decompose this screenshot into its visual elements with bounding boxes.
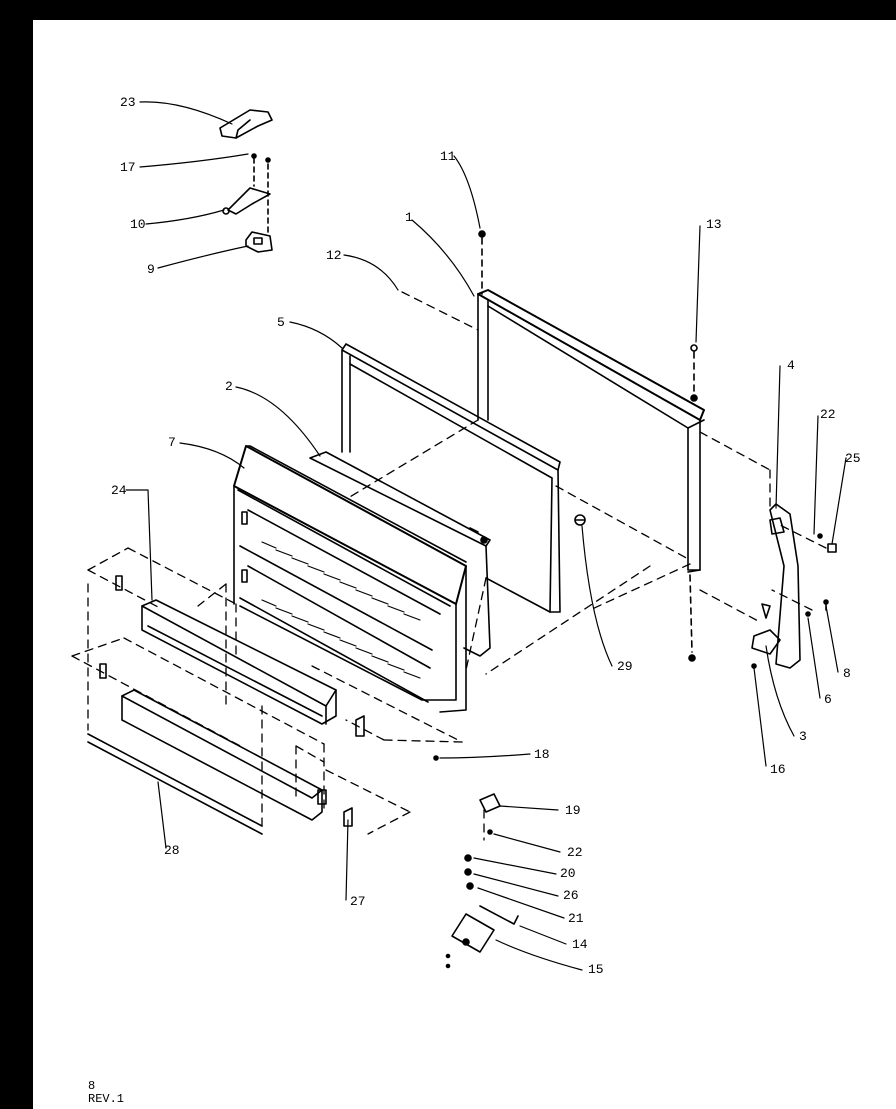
inner-door-liner [309, 451, 491, 657]
callout-5: 5 [277, 315, 285, 330]
callout-4: 4 [787, 358, 795, 373]
shelf-front-part [115, 575, 337, 725]
hinge-cover-part [219, 109, 273, 139]
callout-17: 17 [120, 160, 136, 175]
callout-13: 13 [706, 217, 722, 232]
door-gasket-part [341, 343, 561, 613]
page-number: 8 [88, 1079, 96, 1093]
callout-26: 26 [563, 888, 579, 903]
callout-10: 10 [130, 217, 146, 232]
callout-6: 6 [824, 692, 832, 707]
callout-16: 16 [770, 762, 786, 777]
callout-29: 29 [617, 659, 633, 674]
lower-shelf-front-part [87, 663, 323, 835]
callout-9: 9 [147, 262, 155, 277]
callout-7: 7 [168, 435, 176, 450]
assembly-dash-lines [71, 291, 827, 841]
callout-15: 15 [588, 962, 604, 977]
callout-21: 21 [568, 911, 584, 926]
leader-lines [125, 101, 847, 971]
callout-22-lower: 22 [567, 845, 583, 860]
callout-24: 24 [111, 483, 127, 498]
callout-20: 20 [560, 866, 576, 881]
hinge-bracket-part [245, 231, 273, 253]
lower-hinge-stack [445, 793, 519, 969]
callout-14: 14 [572, 937, 588, 952]
callout-22-upper: 22 [820, 407, 836, 422]
callout-2: 2 [225, 379, 233, 394]
basket-frame-part [233, 445, 467, 713]
callout-27: 27 [350, 894, 366, 909]
callout-12: 12 [326, 248, 342, 263]
side-bracket-part [751, 503, 801, 669]
callout-1: 1 [405, 210, 413, 225]
callout-3: 3 [799, 729, 807, 744]
callout-23: 23 [120, 95, 136, 110]
callout-28: 28 [164, 843, 180, 858]
callout-11: 11 [440, 149, 456, 164]
callout-8: 8 [843, 666, 851, 681]
small-fasteners [317, 514, 837, 827]
callout-18: 18 [534, 747, 550, 762]
callout-19: 19 [565, 803, 581, 818]
top-hinge-part [222, 153, 271, 233]
callout-25: 25 [845, 451, 861, 466]
outer-door-panel [477, 230, 705, 662]
revision-label: REV.1 [88, 1092, 125, 1106]
